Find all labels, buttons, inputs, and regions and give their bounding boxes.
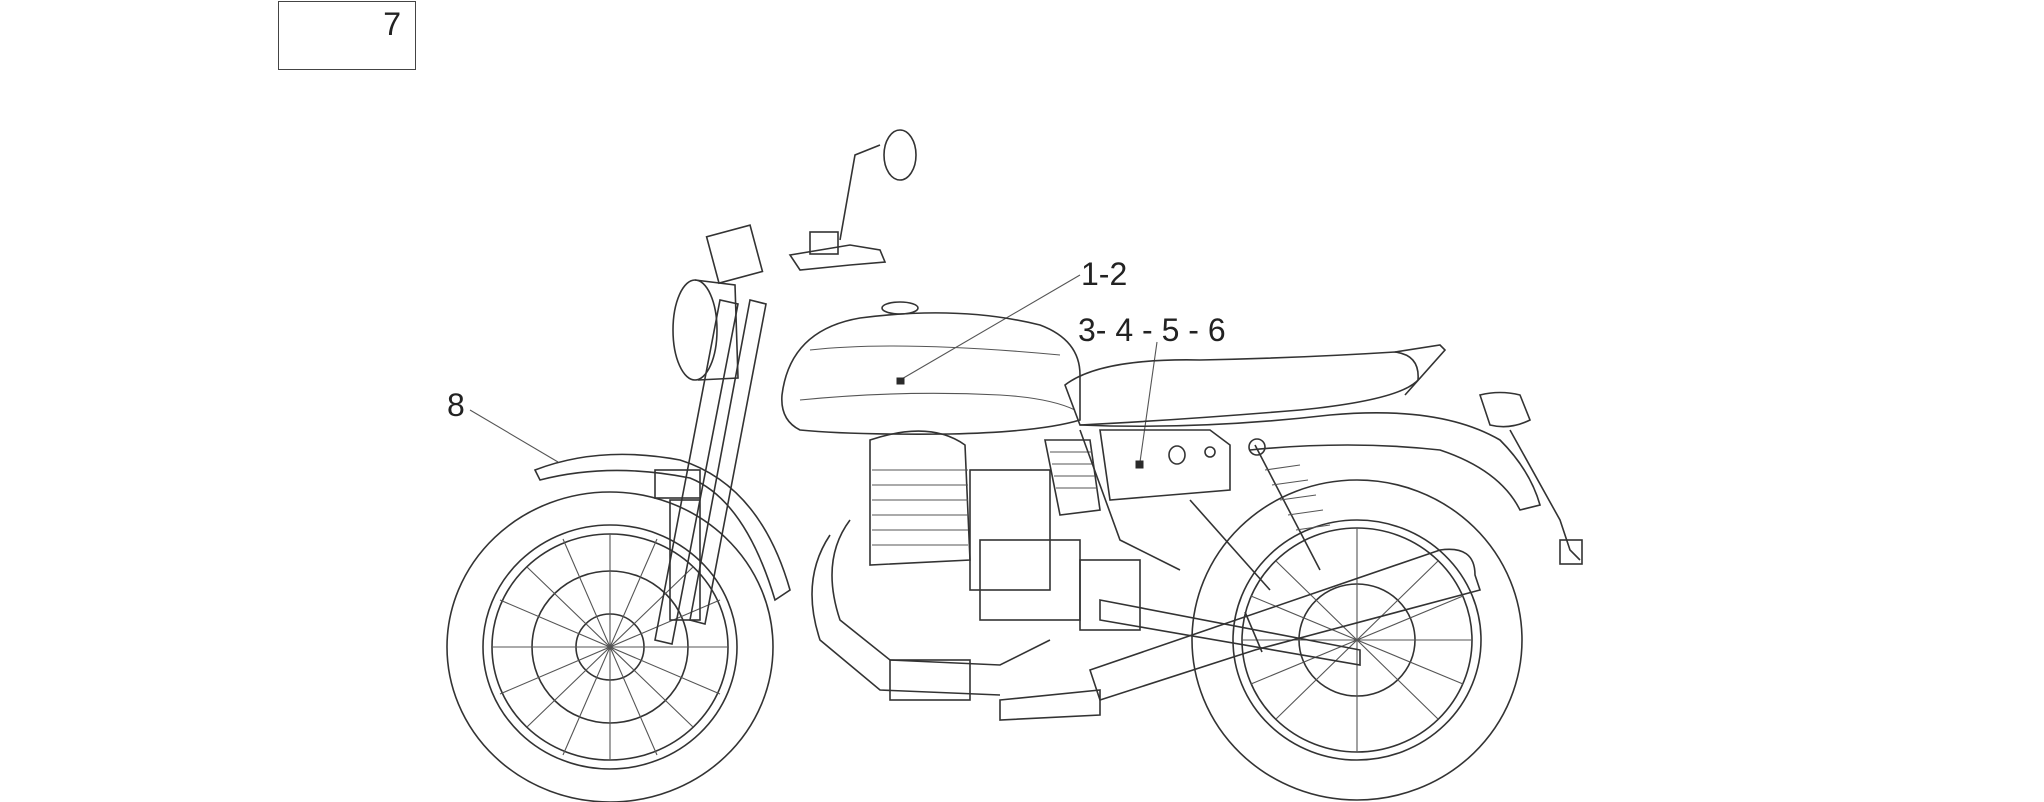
rear-wheel — [1191, 479, 1523, 801]
leader-lines — [469, 274, 1158, 463]
callout-side-panel-decals: 3- 4 - 5 - 6 — [1078, 312, 1226, 348]
fuel-tank — [781, 301, 1081, 435]
callout-tank-decal: 1-2 — [1081, 256, 1128, 292]
leader-line-tank — [899, 274, 1081, 381]
leader-line-side-panel — [1139, 341, 1158, 463]
front-wheel — [446, 491, 774, 802]
callout-front-fender-decal: 8 — [447, 387, 465, 423]
front-fork-and-fender — [533, 299, 791, 645]
part-7-label: 7 — [383, 6, 401, 42]
headlight-and-handlebar — [672, 129, 917, 381]
part-7-inset-box: 7 — [278, 1, 416, 70]
leader-line-front-fender — [469, 409, 559, 463]
side-panel — [1044, 429, 1231, 516]
exhaust-muffler — [999, 548, 1482, 721]
frame-and-rear-suspension — [1079, 429, 1361, 666]
engine — [811, 430, 1141, 701]
seat-and-tail — [1064, 344, 1583, 565]
